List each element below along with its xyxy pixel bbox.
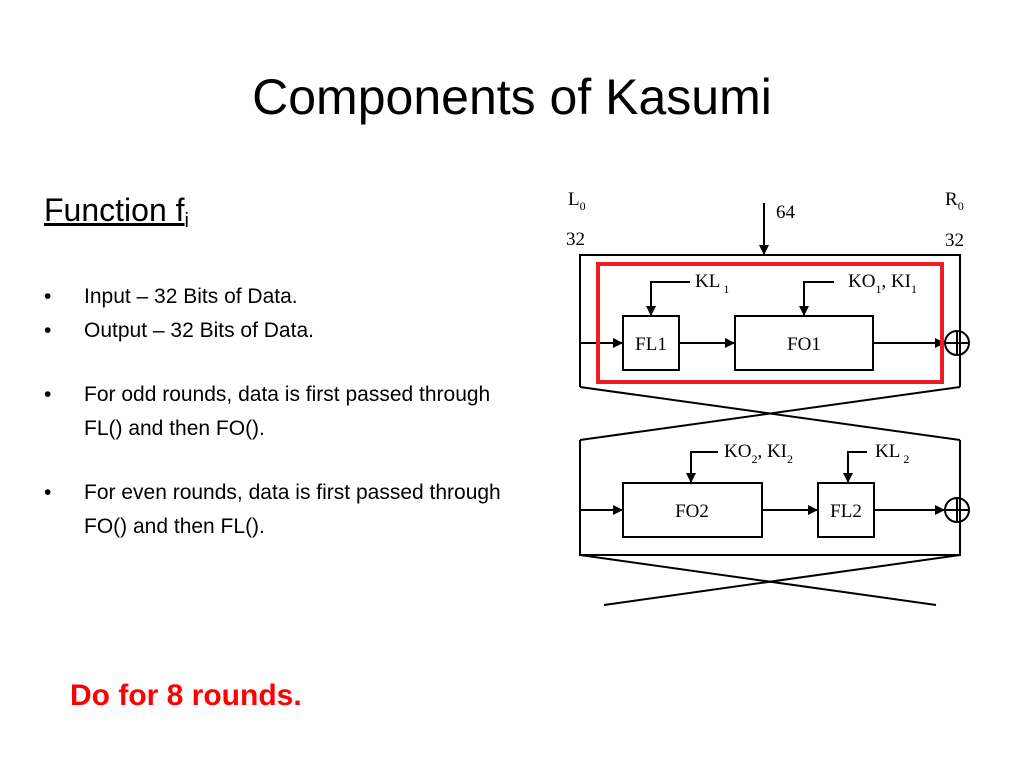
ko1-key-arrow	[799, 281, 834, 316]
bullet-item: For odd rounds, data is first passed thr…	[44, 378, 514, 446]
left-width-label: 32	[566, 229, 585, 250]
fo2-box-label: FO2	[675, 501, 709, 522]
right-half-label: R0	[945, 189, 964, 213]
fo1-box-label: FO1	[787, 334, 821, 355]
ko1-ki1-label: KO1, KI1	[848, 271, 917, 296]
section-heading: Function fi	[44, 190, 189, 241]
bullet-item: For even rounds, data is first passed th…	[44, 476, 514, 544]
cross-line	[579, 554, 937, 606]
bullet-item: Output – 32 Bits of Data.	[44, 314, 514, 348]
round1-frame	[579, 254, 961, 387]
slide-title: Components of Kasumi	[252, 69, 772, 125]
round1-highlight	[596, 262, 944, 384]
heading-text: Function f	[44, 192, 185, 228]
bullet-item: Input – 32 Bits of Data.	[44, 280, 514, 314]
kl2-key-arrow	[843, 451, 867, 483]
ko2-key-arrow	[686, 451, 718, 483]
left-half-label: L0	[568, 189, 586, 213]
ko2-ki2-label: KO2, KI2	[724, 441, 793, 466]
rounds-note: Do for 8 rounds.	[70, 679, 302, 712]
heading-subscript: i	[184, 210, 189, 232]
kl1-key-arrow	[646, 281, 690, 316]
right-width-label: 32	[945, 230, 964, 251]
key-width-label: 64	[776, 202, 796, 223]
fl1-box-label: FL1	[635, 334, 667, 355]
cross-line	[579, 386, 961, 441]
fl2-box-label: FL2	[830, 501, 862, 522]
bullet-list: Input – 32 Bits of Data. Output – 32 Bit…	[44, 280, 514, 544]
cross-line	[603, 554, 961, 606]
